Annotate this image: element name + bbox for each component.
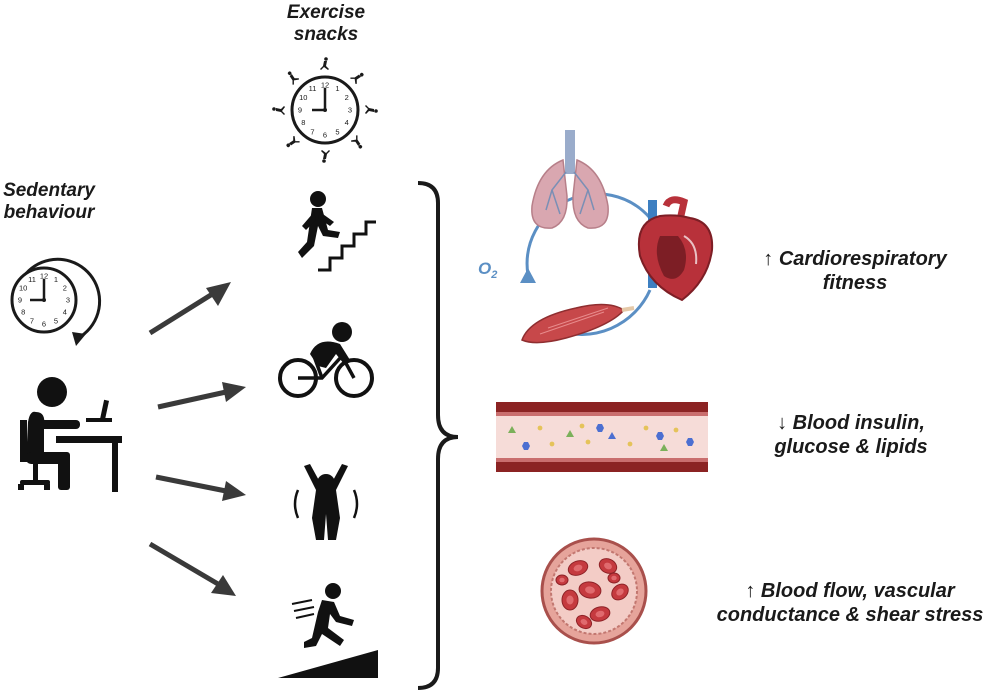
- benefit-blood-flow-line-2: conductance & shear stress: [716, 603, 984, 626]
- blood-particle: [508, 426, 516, 433]
- red-blood-cell: [611, 583, 629, 601]
- mini-runner-icon: [321, 150, 330, 163]
- benefit-cardiorespiratory-text-1: Cardiorespiratory: [778, 248, 947, 270]
- seated-person-at-desk-icon: [18, 377, 122, 492]
- clock-number: 1: [54, 275, 58, 284]
- stair-climbing-icon: [298, 191, 376, 272]
- red-blood-cell: [561, 589, 579, 611]
- muscle-icon: [521, 303, 635, 344]
- sedentary-behaviour-label: Sedentary behaviour: [0, 180, 98, 225]
- benefit-blood-flow: ↑ Blood flow, vascular conductance & she…: [700, 580, 1000, 627]
- arrows-to-exercise-snacks: [148, 282, 246, 596]
- blood-particle: [673, 427, 679, 433]
- benefit-blood-flow-text-1: Blood flow, vascular: [760, 580, 955, 602]
- clock-number: 3: [348, 106, 352, 115]
- clock-number: 4: [345, 118, 349, 127]
- cycling-icon: [278, 322, 374, 398]
- clock-number: 10: [19, 284, 27, 293]
- sedentary-behaviour-label-line-1: Sedentary: [3, 180, 95, 201]
- arrow-to-stairs: [148, 290, 216, 336]
- blood-particle: [596, 424, 604, 432]
- benefit-blood-metabolites-line-1: ↓ Blood insulin,: [748, 412, 954, 436]
- blood-particle: [585, 439, 591, 445]
- blood-particle: [686, 438, 694, 446]
- red-blood-cell: [567, 560, 589, 576]
- jumping-jacks-icon: [293, 464, 359, 540]
- blood-particle: [522, 442, 530, 450]
- clock-number: 5: [335, 127, 339, 136]
- red-blood-cell: [578, 581, 602, 599]
- benefit-blood-metabolites-line-2: glucose & lipids: [774, 435, 928, 458]
- sedentary-behaviour-label-line-2: behaviour: [3, 202, 95, 224]
- clock-number: 1: [335, 84, 339, 93]
- cardiorespiratory-circulation-illustration: [520, 130, 714, 344]
- oxygen-label: O2: [478, 259, 497, 281]
- blood-particle: [549, 441, 555, 447]
- blood-particle: [579, 423, 585, 429]
- blood-particle: [660, 444, 668, 451]
- benefit-cardiorespiratory: ↑ Cardiorespiratory fitness: [732, 248, 978, 295]
- clock-number: 2: [63, 284, 67, 293]
- mini-runner-icon: [272, 106, 285, 115]
- red-blood-cell: [575, 614, 593, 630]
- clock-number: 3: [66, 296, 70, 305]
- blood-particle: [608, 432, 616, 439]
- clock-number: 7: [30, 316, 34, 325]
- mini-runner-icon: [320, 57, 329, 70]
- benefit-cardiorespiratory-line-1: ↑ Cardiorespiratory: [732, 248, 978, 272]
- mini-runner-icon: [365, 105, 378, 114]
- mini-runner-icon: [350, 72, 364, 84]
- clock-number: 9: [298, 106, 302, 115]
- clock-number: 7: [310, 127, 314, 136]
- clock-number: 5: [54, 316, 58, 325]
- red-blood-cell: [555, 574, 569, 586]
- benefit-cardiorespiratory-line-2: fitness: [822, 271, 888, 294]
- red-blood-cell: [598, 558, 618, 574]
- clock-number: 8: [301, 118, 305, 127]
- exercise-snacks-label-line-2: snacks: [293, 24, 359, 46]
- clock-number: 4: [63, 308, 67, 317]
- benefit-blood-metabolites: ↓ Blood insulin, glucose & lipids: [748, 412, 954, 459]
- clock-number: 9: [18, 296, 22, 305]
- decrease-arrow-icon: ↓: [777, 412, 788, 434]
- blood-vessel-illustration: [496, 402, 708, 472]
- heart-icon: [638, 196, 714, 302]
- clock-number: 6: [323, 131, 327, 140]
- clock-number: 11: [28, 275, 36, 284]
- blood-particle: [627, 441, 633, 447]
- mini-runner-icon: [286, 136, 300, 148]
- uphill-running-icon: [278, 583, 378, 678]
- mini-runner-icon: [351, 135, 363, 149]
- grouping-brace: [417, 181, 459, 690]
- clock-number: 11: [309, 84, 317, 93]
- arrow-to-running: [148, 541, 220, 587]
- benefit-blood-metabolites-text-1: Blood insulin,: [792, 412, 925, 434]
- increase-arrow-icon: ↑: [745, 580, 756, 602]
- clock-number: 12: [321, 81, 329, 90]
- blood-particle: [643, 425, 649, 431]
- clock-number: 2: [345, 93, 349, 102]
- clock-number: 6: [42, 320, 46, 329]
- red-blood-cell: [607, 572, 621, 584]
- arrow-to-jumping: [155, 474, 227, 494]
- blood-particle: [656, 432, 664, 440]
- clock-number: 10: [299, 93, 307, 102]
- increase-arrow-icon: ↑: [763, 248, 774, 270]
- benefit-blood-flow-line-1: ↑ Blood flow, vascular: [700, 580, 1000, 604]
- lungs-icon: [531, 130, 609, 229]
- exercise-snacks-label-line-1: Exercise: [286, 2, 366, 23]
- blood-particle: [566, 430, 574, 437]
- red-blood-cell: [589, 606, 611, 622]
- clock-number: 8: [21, 308, 25, 317]
- exercise-snacks-label: Exercise snacks: [262, 2, 390, 47]
- arrow-to-cycling: [157, 389, 227, 410]
- clock-number: 12: [40, 272, 48, 281]
- vessel-cross-section-illustration: [540, 537, 648, 645]
- mini-runner-icon: [287, 71, 299, 85]
- blood-particle: [537, 425, 543, 431]
